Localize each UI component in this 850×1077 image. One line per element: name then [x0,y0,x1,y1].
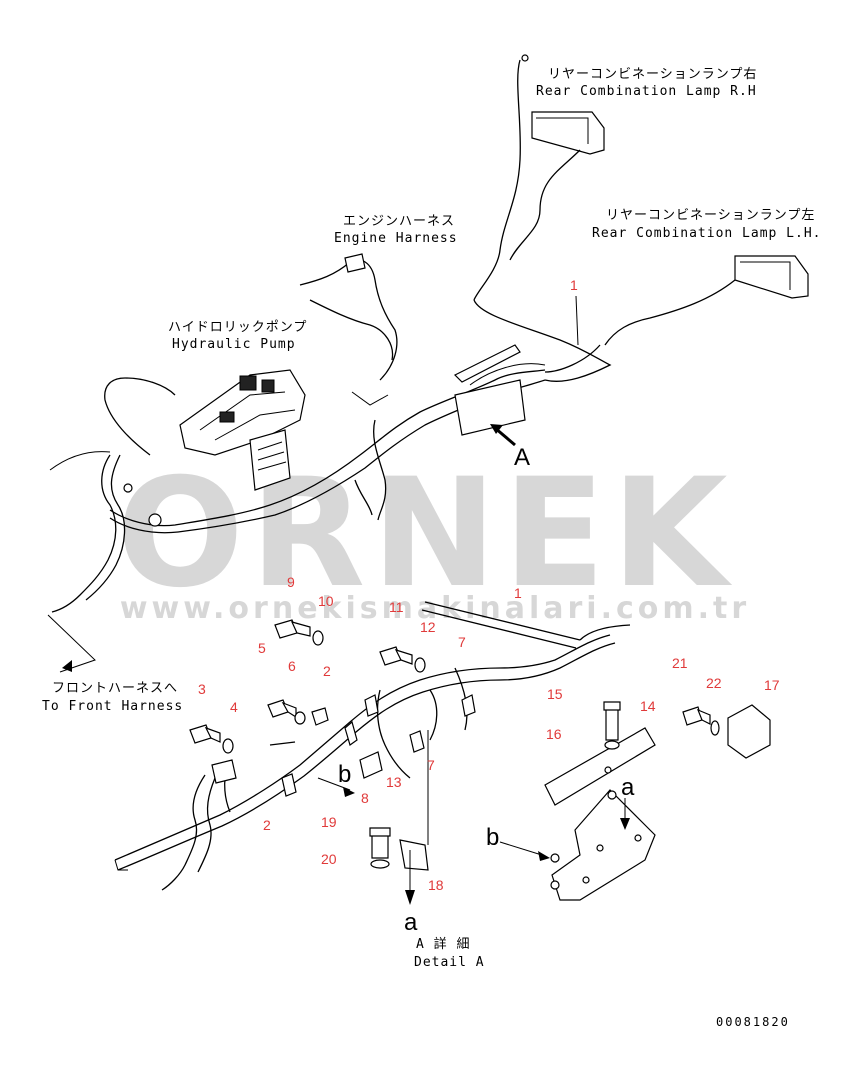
rear-lamp-rh-jp: リヤーコンビネーションランプ右 [548,67,757,82]
part-number-20: 20 [321,851,337,867]
part-number-2-b: 2 [263,817,271,833]
hydraulic-pump [179,369,306,491]
part-number-5: 5 [258,640,266,656]
ref-a-right: a [621,774,635,801]
part-number-14: 14 [640,698,656,714]
engine-harness-en: Engine Harness [334,231,458,246]
ref-b-right: b [486,824,499,851]
part-number-18: 18 [428,877,444,893]
part-number-1-lower: 1 [514,585,522,601]
rear-lamp-lh-en: Rear Combination Lamp L.H. [592,226,822,241]
engine-harness-jp: エンジンハーネス [343,214,455,229]
hydraulic-pump-en: Hydraulic Pump [172,337,296,352]
part-number-1-upper: 1 [570,277,578,293]
front-harness-jp: フロントハーネスへ [52,681,178,696]
detail-a-en: Detail A [414,955,485,970]
part-number-10: 10 [318,593,334,609]
rear-lamp-lh-jp: リヤーコンビネーションランプ左 [606,208,815,223]
front-harness-en: To Front Harness [42,699,183,714]
part-number-3: 3 [198,681,206,697]
ref-a-bottom: a [404,909,418,936]
detail-a-jp: A 詳 細 [416,936,470,952]
upper-assembly: A [47,54,809,673]
ref-b-left: b [338,761,351,788]
part-number-6: 6 [288,658,296,674]
part-number-15: 15 [547,686,563,702]
watermark: ORNEK www.ornekismakinalari.com.tr [116,447,750,626]
part-number-19: 19 [321,814,337,830]
part-number-2-a: 2 [323,663,331,679]
upper-labels: リヤーコンビネーションランプ右 Rear Combination Lamp R.… [42,67,822,714]
part-number-22: 22 [706,675,722,691]
part-number-13: 13 [386,774,402,790]
rear-lamp-lh [604,255,809,346]
part-number-17: 17 [764,677,780,693]
drawing-code: 00081820 [716,1015,790,1029]
watermark-url: www.ornekismakinalari.com.tr [120,591,750,626]
part-number-21: 21 [672,655,688,671]
part-number-8: 8 [361,790,369,806]
part-number-7-a: 7 [458,634,466,650]
part-number-4: 4 [230,699,238,715]
lower-part-numbers: 1 2 2 3 4 5 6 7 7 8 9 10 11 12 13 14 15 … [198,574,780,893]
detail-a-caption: A 詳 細 Detail A [414,936,485,970]
hydraulic-pump-jp: ハイドロリックポンプ [168,320,307,335]
rear-lamp-rh-en: Rear Combination Lamp R.H [536,84,757,99]
rear-lamp-rh [473,54,605,301]
watermark-brand: ORNEK [116,447,733,621]
part-number-12: 12 [420,619,436,635]
lower-assembly: b b a a [114,601,771,936]
engine-harness [299,253,398,521]
part-number-11: 11 [389,599,404,615]
part-number-16: 16 [546,726,562,742]
part-number-9: 9 [287,574,295,590]
view-a-label: A [514,444,530,471]
part-number-7-b: 7 [427,757,435,773]
